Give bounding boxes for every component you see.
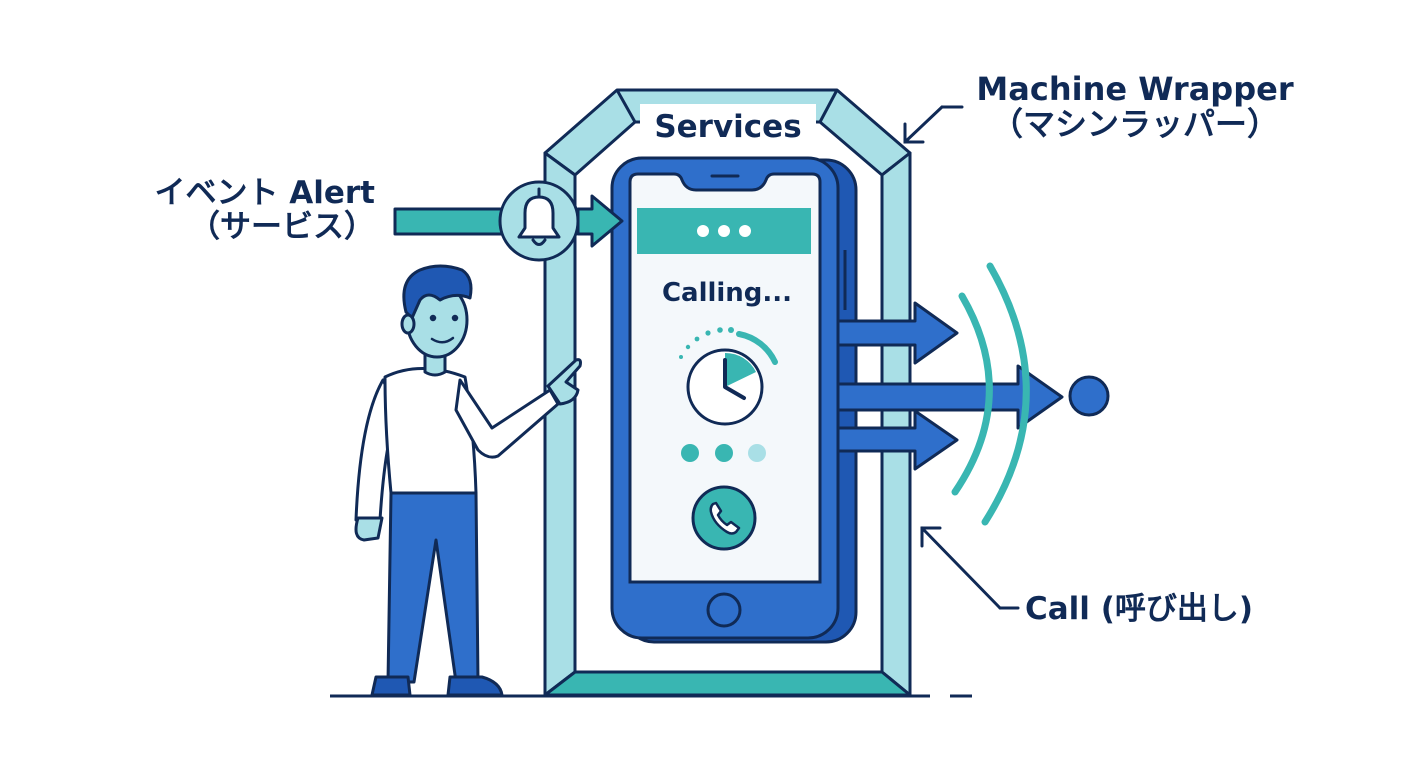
call-button	[691, 485, 757, 551]
machine-wrapper-label: Machine Wrapper （マシンラッパー）	[955, 70, 1315, 144]
output-arrow-middle	[836, 364, 1064, 430]
services-label-bg	[640, 104, 816, 144]
calling-text: Calling...	[662, 278, 792, 308]
signal-waves-icon	[951, 262, 1030, 526]
call-target-dot	[1068, 375, 1110, 417]
machine-wrapper-line1: Machine Wrapper	[976, 70, 1294, 108]
person-face	[429, 314, 459, 344]
status-dots	[697, 225, 751, 237]
call-label: Call (呼び出し)	[1025, 591, 1254, 627]
bell-icon	[498, 180, 580, 262]
call-pointer	[920, 526, 1020, 610]
progress-dots	[681, 444, 766, 462]
clock-icon	[679, 327, 778, 426]
home-button	[706, 592, 742, 628]
alert-input-arrow	[393, 194, 624, 248]
machine-wrapper-frame	[543, 88, 912, 697]
output-arrow-bottom	[836, 409, 959, 471]
output-arrow-top	[836, 301, 959, 365]
event-alert-line2: （サービス）	[189, 209, 375, 246]
machine-wrapper-pointer	[903, 105, 964, 144]
phone-icon	[709, 501, 741, 535]
event-alert-line1: イベント Alert	[154, 175, 375, 211]
services-label: Services	[654, 109, 801, 145]
machine-wrapper-line2: （マシンラッパー）	[990, 105, 1279, 144]
event-alert-label: イベント Alert （サービス）	[120, 176, 375, 244]
